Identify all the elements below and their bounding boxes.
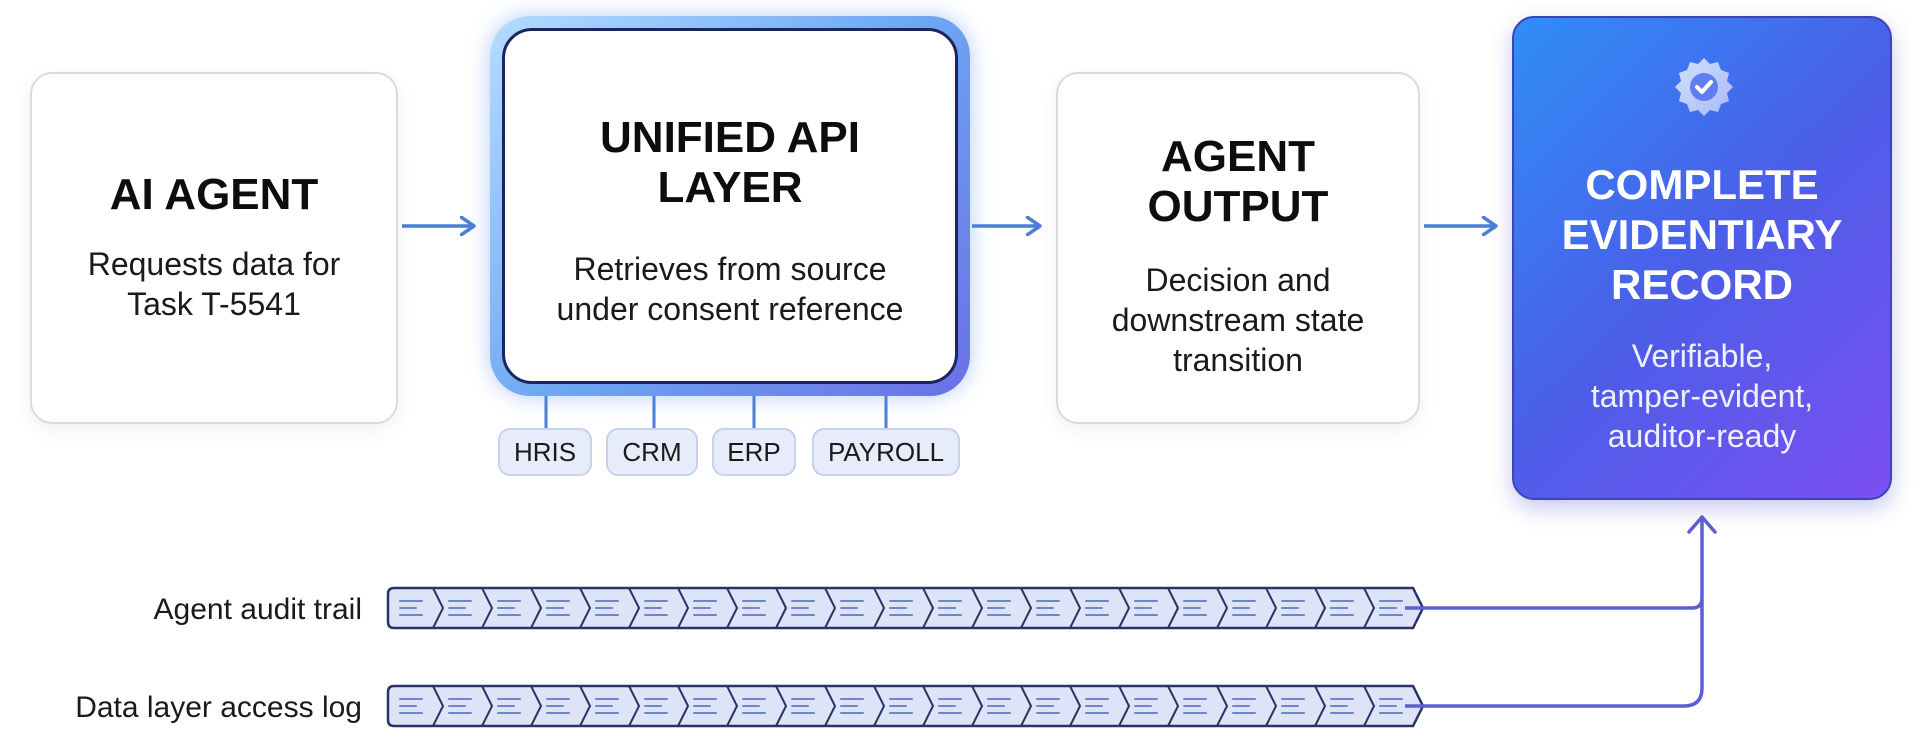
log-chain-divider [1167, 587, 1180, 629]
data-layer-access-log-chain [386, 684, 1425, 728]
unified-api-description: Retrieves from source under consent refe… [556, 251, 904, 327]
data-layer-access-log-label: Data layer access log [75, 691, 362, 724]
unified-api-title: UNIFIED API LAYER [600, 113, 860, 212]
log-chain-divider [922, 685, 935, 727]
log-chain-divider [1167, 685, 1180, 727]
log-chain-divider [1069, 685, 1082, 727]
agent-audit-trail-chain [386, 586, 1425, 630]
access-log-connector [1405, 600, 1704, 708]
log-chain-divider [775, 587, 788, 629]
unified-api-layer-card: UNIFIED API LAYER Retrieves from source … [502, 28, 958, 384]
log-chain-divider [1118, 587, 1131, 629]
log-chain-divider [1216, 587, 1229, 629]
source-chip-payroll: PAYROLL [812, 428, 960, 476]
log-chain-divider [971, 685, 984, 727]
log-chain-divider [922, 587, 935, 629]
log-chain-divider [1314, 685, 1327, 727]
source-stems [544, 396, 888, 428]
agent-output-card: AGENT OUTPUT Decision and downstream sta… [1056, 72, 1420, 424]
log-chain-divider [1216, 685, 1229, 727]
ai-agent-card: AI AGENT Requests data for Task T-5541 [30, 72, 398, 424]
evidentiary-record-title: COMPLETE EVIDENTIARY RECORD [1561, 161, 1843, 308]
log-chain-divider [726, 685, 739, 727]
source-chip-hris: HRIS [498, 428, 592, 476]
source-chip-erp: ERP [712, 428, 796, 476]
log-chain-divider [1314, 587, 1327, 629]
log-chain-divider [1265, 587, 1278, 629]
log-chain-divider [481, 587, 494, 629]
log-chain-divider [824, 685, 837, 727]
audit-trail-connector [1405, 515, 1717, 610]
log-chain-divider [1363, 685, 1376, 727]
log-chain-divider [530, 587, 543, 629]
log-chain-divider [530, 685, 543, 727]
log-chain-divider [775, 685, 788, 727]
log-chain-divider [873, 685, 886, 727]
agent-output-title: AGENT OUTPUT [1147, 132, 1329, 231]
log-chain-divider [677, 685, 690, 727]
agent-audit-trail-label: Agent audit trail [153, 593, 362, 626]
ai-agent-description: Requests data for Task T-5541 [87, 246, 341, 322]
log-chain-divider [1363, 587, 1376, 629]
log-chain-divider [1265, 685, 1278, 727]
agent-output-description: Decision and downstream state transition [1111, 262, 1365, 378]
log-chain-divider [579, 587, 592, 629]
log-chain-divider [432, 685, 445, 727]
log-chain-divider [1069, 587, 1082, 629]
log-chain-divider [677, 587, 690, 629]
log-chain-divider [1020, 685, 1033, 727]
log-chain-divider [481, 685, 494, 727]
log-chain-divider [971, 587, 984, 629]
log-chain-divider [824, 587, 837, 629]
log-chain-divider [726, 587, 739, 629]
log-chain-divider [873, 587, 886, 629]
log-chain-divider [432, 587, 445, 629]
log-chain-divider [1118, 685, 1131, 727]
evidentiary-record-card: COMPLETE EVIDENTIARY RECORD Verifiable, … [1512, 16, 1892, 500]
ai-agent-title: AI AGENT [109, 170, 319, 219]
log-chain-divider [628, 685, 641, 727]
log-chain-divider [1020, 587, 1033, 629]
log-chain-divider [628, 587, 641, 629]
log-chain-divider [579, 685, 592, 727]
verified-badge-icon [1675, 58, 1733, 116]
evidentiary-record-description: Verifiable, tamper-evident, auditor-read… [1590, 338, 1814, 454]
source-chip-crm: CRM [606, 428, 698, 476]
